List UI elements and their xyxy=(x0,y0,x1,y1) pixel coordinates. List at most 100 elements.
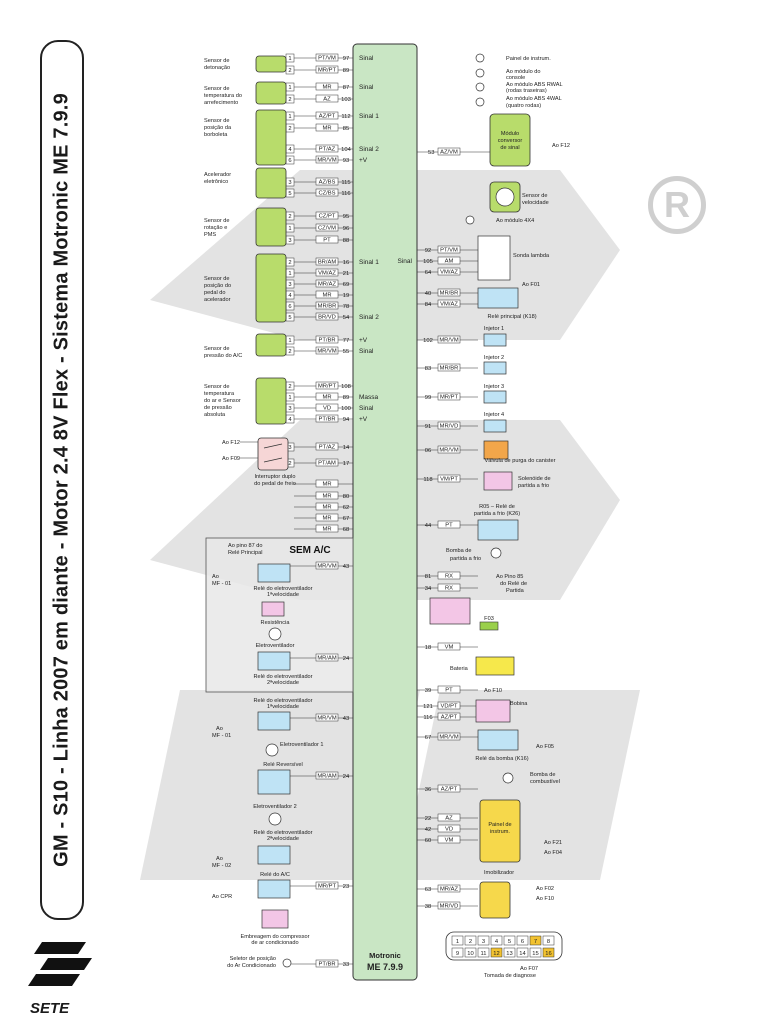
diag-pin xyxy=(542,935,555,946)
left-wire-ecu-pin: 103 xyxy=(341,97,351,103)
signal-converter-area: Painel de instrum. Ao módulo do console … xyxy=(417,53,570,225)
rc-sonda: Sonda lambda xyxy=(513,253,550,259)
left-wire-pin: 4 xyxy=(288,147,292,153)
rc-f10: Ao F10 xyxy=(484,688,502,694)
left-wire-ecu-pin: 80 xyxy=(343,494,349,500)
right-wire-color: MR/VM xyxy=(439,735,458,741)
left-wire-pin: 1 xyxy=(288,338,291,344)
left-wire-color: PT/AZ xyxy=(319,147,336,153)
left-component-label: Acelerador xyxy=(204,172,231,178)
rt-console-2: console xyxy=(506,75,525,81)
right-wire-color: PT xyxy=(445,523,453,529)
brake-switch-caption-2: do pedal de freio xyxy=(254,481,296,487)
right-wire-color: PT/VM xyxy=(440,248,458,254)
label-f09: Ao F09 xyxy=(222,456,240,462)
ac-w2-ecu: 24 xyxy=(343,656,350,662)
left-wire-color: MR xyxy=(322,505,331,511)
left-wire-pin: 1 xyxy=(288,226,291,232)
left-component-label: pressão do A/C xyxy=(204,353,242,359)
ll-mf01-1: Ao xyxy=(216,726,223,732)
component-box xyxy=(255,167,287,199)
right-wire-color: MR/BR xyxy=(440,366,459,372)
ecu-signal-label: Sinal xyxy=(359,55,374,62)
rt-4wal-2: (quatro rodas) xyxy=(506,103,541,109)
left-wire: MR 80 xyxy=(294,491,353,500)
diag-pin-number: 13 xyxy=(506,951,512,957)
left-wire-pin: 1 xyxy=(288,271,291,277)
rc-pino85-2: do Relé de xyxy=(500,581,527,587)
component-box xyxy=(255,333,287,357)
ll-rele2-2: 2ªvelocidade xyxy=(267,835,299,842)
right-wire-ecu-pin: 39 xyxy=(425,688,431,694)
sete-logo-icon xyxy=(28,942,92,986)
right-wire-color: AM xyxy=(445,259,454,265)
rt-rwal-2: (rodas traseiras) xyxy=(506,88,547,94)
ll-w2-ecu: 24 xyxy=(343,774,350,780)
ll-w3-color: MR/PT xyxy=(318,884,336,890)
rc-imobilizador: Imobilizador xyxy=(484,870,514,876)
left-wire-color: AZ xyxy=(323,97,331,103)
left-wire-pin: 5 xyxy=(288,191,291,197)
diag-pin xyxy=(542,947,555,958)
rt-painel: Painel de instrum. xyxy=(506,56,551,62)
left-component-label: Sensor de xyxy=(204,218,230,224)
right-wire: 44 PT xyxy=(417,520,478,529)
right-wire-color: AZ xyxy=(445,816,453,822)
right-wire-color: VM/PT xyxy=(440,477,458,483)
ecu-signal-label: +V xyxy=(359,157,368,164)
rc-f04: Ao F04 xyxy=(544,850,562,856)
diag-pin xyxy=(503,935,516,946)
left-wire-color: PT xyxy=(323,238,331,244)
right-wire-color: VD xyxy=(445,827,453,833)
left-wire-ecu-pin: 100 xyxy=(341,406,351,412)
rc-bateria: Bateria xyxy=(450,666,469,672)
left-wire-pin: 1 xyxy=(288,114,291,120)
rc-solenoide-2: partida a frio xyxy=(518,483,549,489)
left-component-label: temperatura do xyxy=(204,93,242,99)
right-wire-ecu-pin: 91 xyxy=(425,424,431,430)
left-wire-ecu-pin: 112 xyxy=(341,114,350,120)
left-wire-color: MR xyxy=(322,482,331,488)
diag-pin-number: 14 xyxy=(519,951,526,957)
component-box xyxy=(255,207,287,247)
left-wire-color: MR/PT xyxy=(318,384,336,390)
component-box xyxy=(255,253,287,323)
diag-pin xyxy=(490,947,503,958)
ac-pin87-1: Ao pino 87 do xyxy=(228,543,263,549)
left-component-label: borboleta xyxy=(204,132,228,138)
right-wire-ecu-pin: 44 xyxy=(425,523,432,529)
rt-vss-1: Sensor de xyxy=(522,193,548,199)
left-wire-color: MR xyxy=(322,494,331,500)
ll-rele1-1: Relé do eletroventilador xyxy=(253,698,312,704)
ecu-model: ME 7.9.9 xyxy=(367,962,403,972)
rc-injetor4: Injetor 4 xyxy=(484,412,504,418)
rc-injetor2: Injetor 2 xyxy=(484,355,504,361)
ecu-signal-label: Sinal 1 xyxy=(359,259,379,266)
rc-f05: Ao F05 xyxy=(536,744,554,750)
left-wire-color: CZ/VM xyxy=(318,226,336,232)
left-wire-color: CZ/BS xyxy=(318,191,335,197)
diag-pin-number: 3 xyxy=(482,939,485,945)
diag-pin xyxy=(451,935,464,946)
